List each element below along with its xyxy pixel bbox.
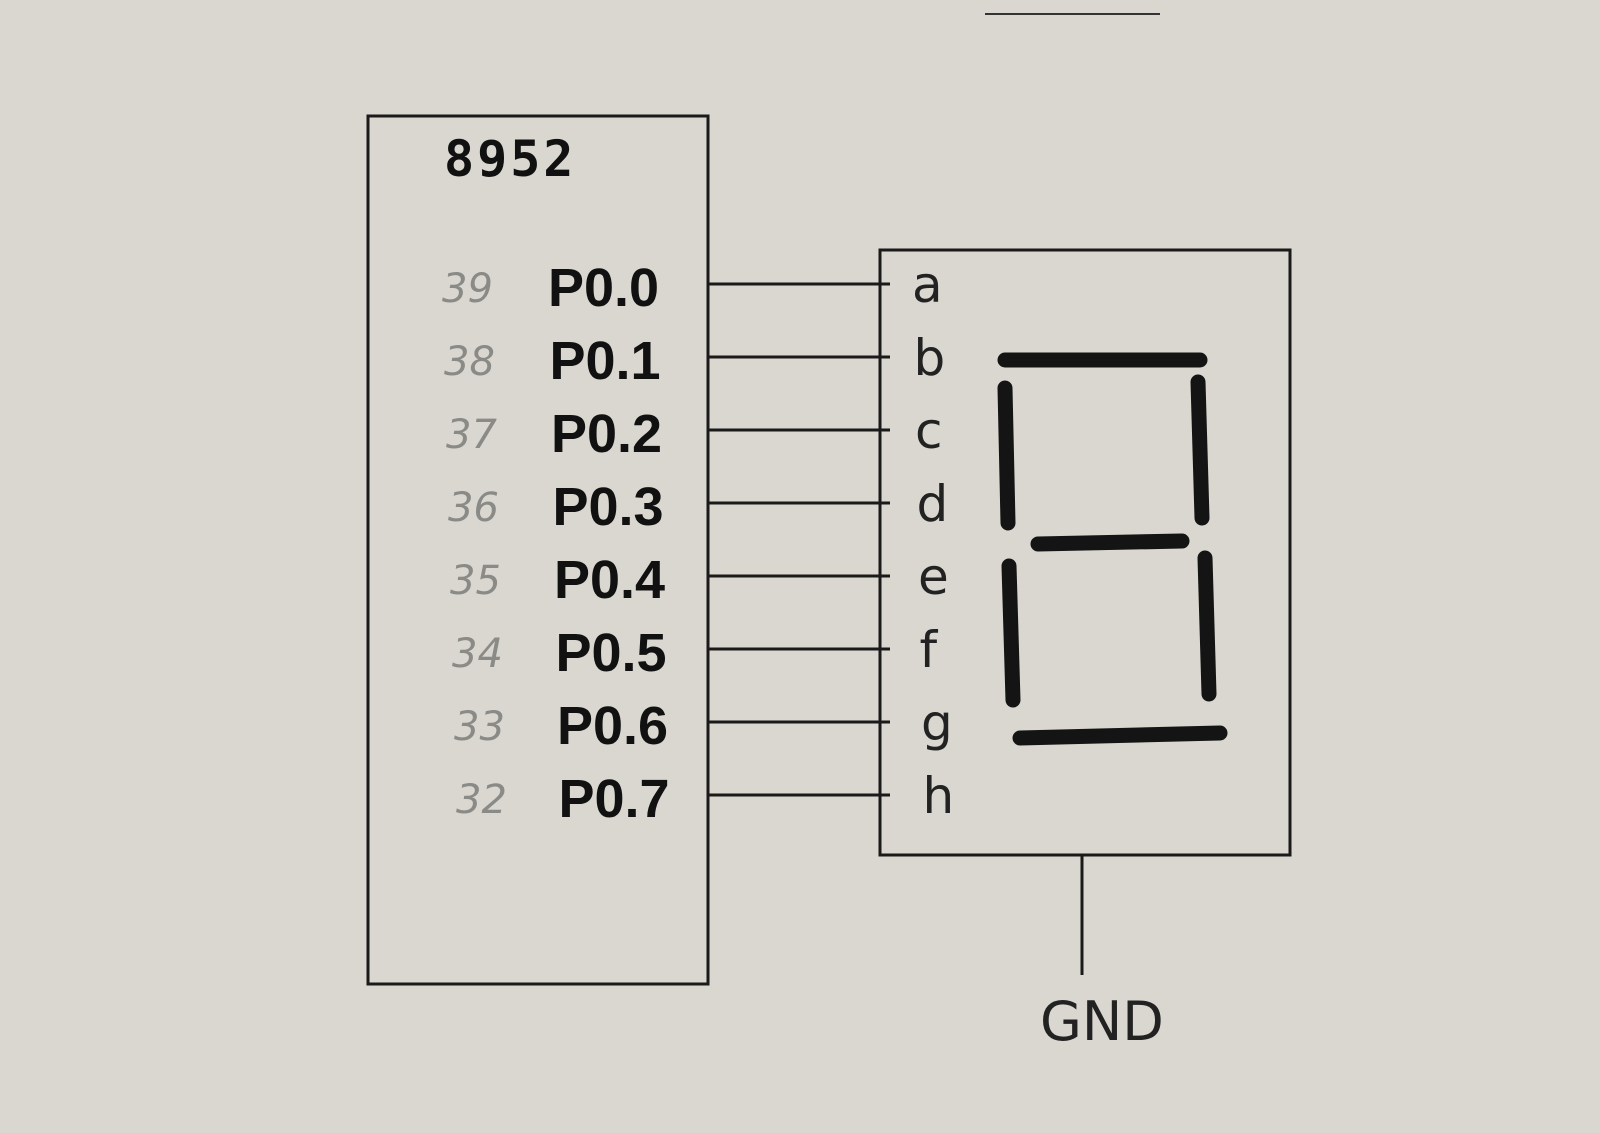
pin-label: P0.2 [551,404,662,464]
seven-segment-display-box [878,248,1292,857]
pin-number: 38 [444,339,495,385]
segment-label: b [914,329,946,387]
segment-upper-left [997,380,1016,531]
pin-label: P0.6 [557,696,668,756]
segment-label: g [921,694,953,752]
segment-label: h [923,767,955,825]
pin-number: 32 [456,777,507,823]
pin-label: P0.5 [556,623,667,683]
chip-title: 8952 [444,130,576,188]
ground-label: GND [1040,990,1164,1053]
segment-label: e [918,548,949,606]
pin-number: 36 [448,485,499,531]
segment-bottom [1012,725,1228,746]
pin-label: P0.7 [559,769,670,829]
pin-label: P0.1 [550,331,661,391]
pin-number: 35 [450,558,501,604]
pin-label: P0.4 [554,550,665,610]
segment-lower-left [1001,558,1021,708]
pin-number: 37 [446,412,497,458]
segment-label: f [920,621,939,679]
segment-label: a [912,256,943,314]
microcontroller-chip-box [366,114,710,986]
segment-upper-right [1190,374,1210,526]
pin-number: 39 [442,266,493,312]
segment-lower-right [1197,550,1217,702]
segment-middle [1030,533,1190,552]
segment-label: d [917,475,949,533]
pin-label: P0.3 [553,477,664,537]
segment-label: c [915,402,943,460]
seven-segment-digit [997,352,1228,746]
pin-number: 34 [452,631,503,677]
pin-label: P0.0 [548,258,659,318]
pin-number: 33 [454,704,505,750]
